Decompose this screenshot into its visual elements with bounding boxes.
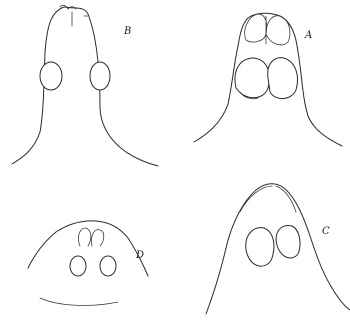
figure-a-right-spot [268, 58, 298, 99]
figure-c-label: C [322, 226, 330, 237]
figure-b-right-spot [90, 62, 110, 90]
figure-d-chin-line [40, 298, 118, 305]
figure-b: B [12, 5, 158, 166]
figure-c-right-spot [276, 226, 300, 258]
figure-b-left-spot [40, 62, 62, 90]
figure-c-left-spot [246, 228, 274, 266]
figure-b-outline [12, 7, 158, 166]
figure-a: A [194, 13, 342, 146]
figure-d-right-spot [100, 256, 116, 276]
figure-d-left-nostril [78, 228, 90, 246]
figure-c: C [206, 184, 350, 314]
figure-a-label: A [304, 30, 312, 41]
figure-d: D [28, 221, 148, 306]
figure-b-label: B [123, 26, 131, 37]
figure-d-right-nostril [91, 230, 103, 246]
figure-d-left-spot [70, 256, 86, 276]
figure-d-label: D [135, 250, 144, 261]
